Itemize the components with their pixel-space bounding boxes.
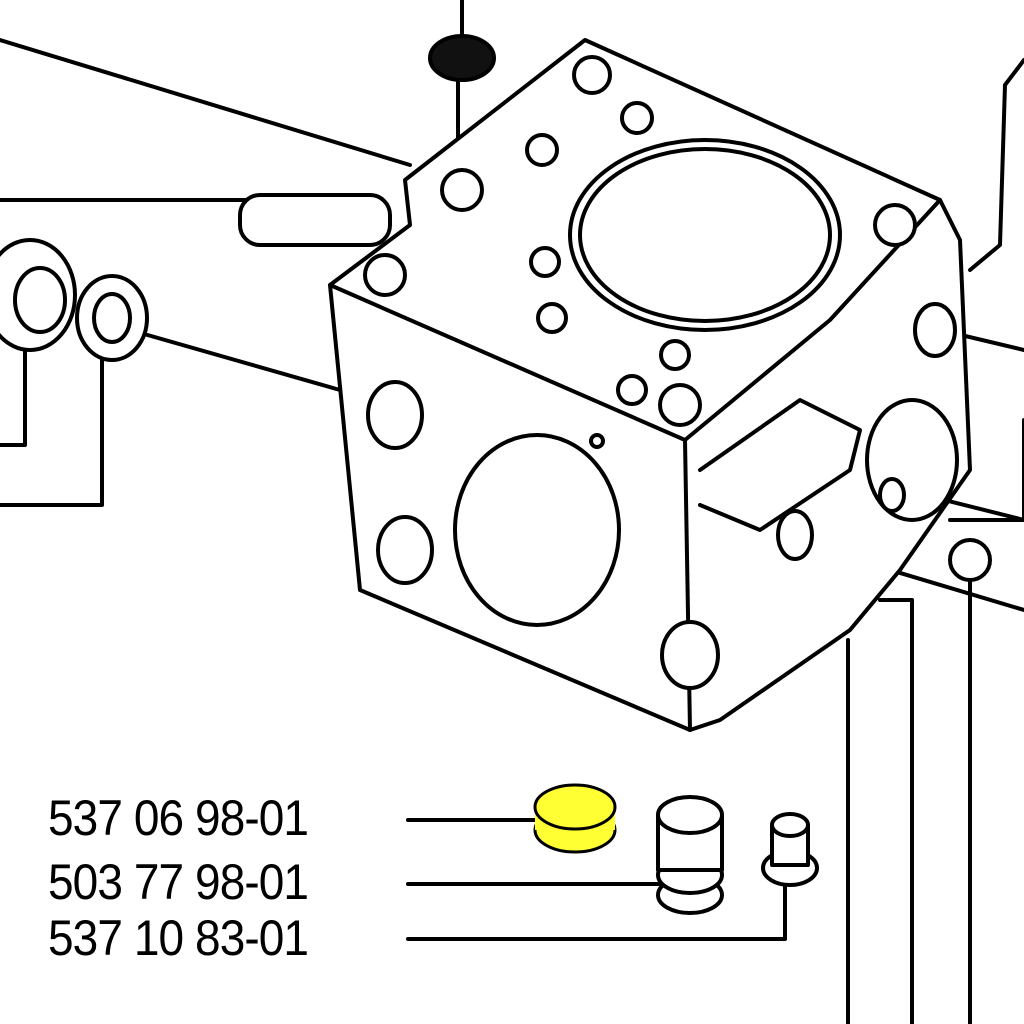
leader-part-numbers xyxy=(406,818,787,941)
fitting-and-washers xyxy=(0,34,496,362)
valve-part xyxy=(656,795,724,915)
part-number-screw: 537 10 83-01 xyxy=(48,910,309,966)
plug-highlighted xyxy=(533,783,617,854)
screw-part xyxy=(761,812,819,887)
part-number-valve: 503 77 98-01 xyxy=(48,854,309,910)
carburetor-body xyxy=(328,38,992,732)
part-number-plug: 537 06 98-01 xyxy=(48,790,309,846)
